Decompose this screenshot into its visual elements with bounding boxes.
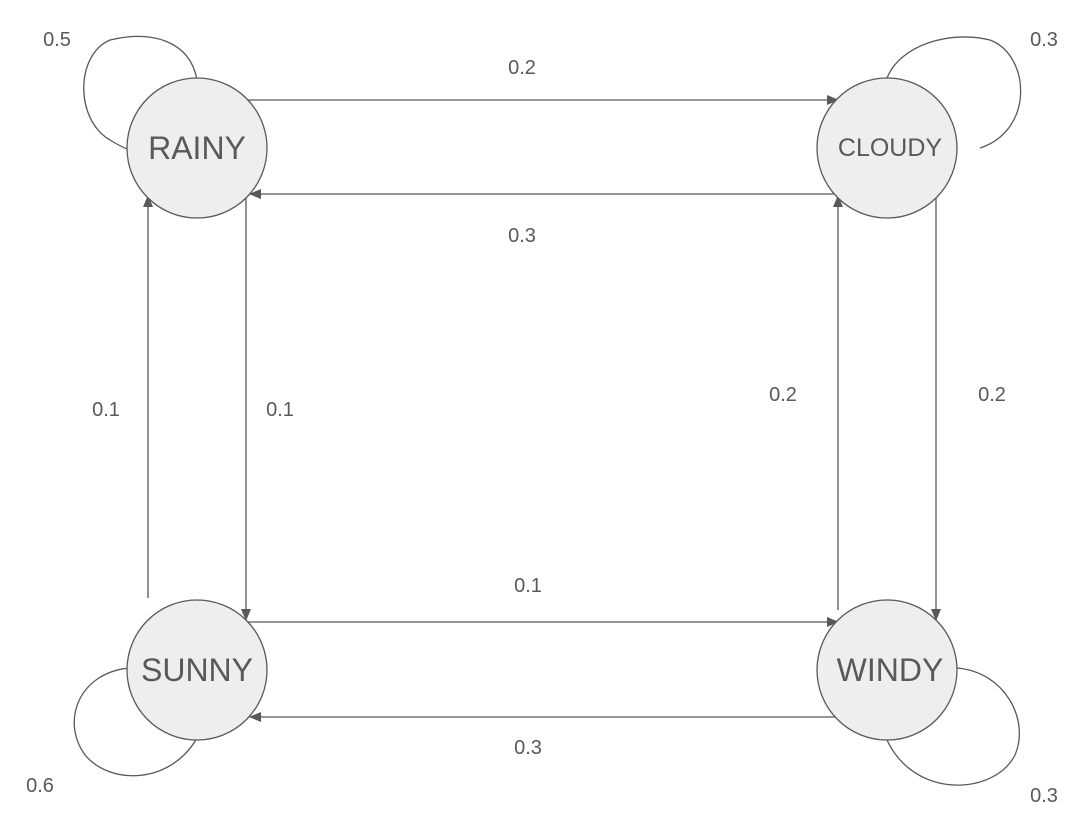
prob-rainy-to-sunny: 0.1 <box>266 399 294 421</box>
node-sunny-label: SUNNY <box>141 652 253 688</box>
prob-windy-to-windy: 0.3 <box>1030 785 1058 807</box>
node-sunny-circle <box>126 599 268 741</box>
node-rainy-circle <box>126 77 268 219</box>
prob-cloudy-to-cloudy: 0.3 <box>1030 29 1058 51</box>
node-rainy-label: RAINY <box>148 130 246 166</box>
loop-windy <box>886 667 1020 786</box>
node-rainy: RAINY <box>126 77 268 219</box>
prob-sunny-to-sunny: 0.6 <box>26 775 54 797</box>
node-sunny: SUNNY <box>126 599 268 741</box>
prob-sunny-to-rainy: 0.1 <box>92 399 120 421</box>
prob-rainy-to-cloudy: 0.2 <box>508 57 536 79</box>
loop-rainy <box>83 35 198 151</box>
prob-cloudy-to-windy: 0.2 <box>978 384 1006 406</box>
node-cloudy-circle <box>816 77 958 219</box>
prob-rainy-to-rainy: 0.5 <box>43 29 71 51</box>
loop-cloudy <box>886 36 1022 149</box>
prob-windy-to-sunny: 0.3 <box>514 737 542 759</box>
node-windy-label: WINDY <box>837 652 944 688</box>
prob-windy-to-cloudy: 0.2 <box>769 384 797 406</box>
node-cloudy: CLOUDY <box>816 77 958 219</box>
prob-cloudy-to-rainy: 0.3 <box>508 225 536 247</box>
loop-sunny <box>73 667 198 777</box>
node-windy: WINDY <box>816 599 958 741</box>
prob-sunny-to-windy: 0.1 <box>514 575 542 597</box>
node-cloudy-label: CLOUDY <box>838 134 943 162</box>
node-windy-circle <box>816 599 958 741</box>
